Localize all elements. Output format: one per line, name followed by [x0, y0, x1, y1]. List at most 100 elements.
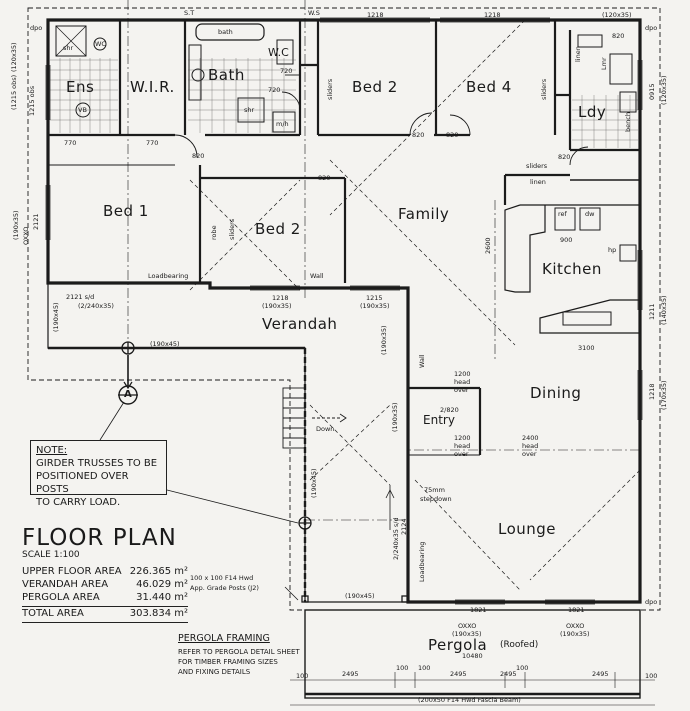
area-label: TOTAL AREA [22, 608, 84, 619]
ensuite-shower [55, 25, 87, 57]
sliders-label-linen: sliders [526, 162, 548, 170]
drawing-scale: SCALE 1:100 [22, 550, 80, 560]
internal-walls [48, 20, 640, 456]
lmr-label: Lmr [600, 57, 608, 70]
dim-190x35-left: (190x35) [12, 210, 20, 240]
room-family: Family [398, 205, 450, 223]
pergola-framing-line-3: AND FIXING DETAILS [178, 668, 251, 676]
room-bed2-top: Bed 2 [352, 78, 398, 96]
tile-hatch [50, 58, 638, 148]
section-marker-letter: A [124, 389, 132, 400]
dim-190x35-a: (190x35) [452, 630, 482, 638]
dim-1218-bed4: 1218 [484, 11, 501, 19]
stepdown-label: stepdown [420, 495, 452, 503]
girder-truss-note: NOTE: GIRDER TRUSSES TO BE POSITIONED OV… [30, 440, 167, 508]
section-marker-a [118, 355, 138, 405]
head-a: head [454, 378, 471, 386]
dishwasher-label: dw [585, 210, 595, 218]
fridge [554, 207, 576, 231]
dim-75mm: 75mm [424, 486, 445, 494]
over-b: over [454, 450, 469, 458]
st-label: S.T [184, 9, 195, 17]
dpo-label-front: dpo [645, 598, 658, 606]
dim-2-240-sd: 2/240x35 s/d [392, 517, 400, 560]
leader-lines [99, 401, 395, 601]
oxxo-b: OXXO [566, 622, 585, 630]
center-lines [127, 0, 640, 521]
dim-0915: 0915 [648, 83, 656, 100]
roof-hip-lines [189, 19, 641, 591]
dim-10480: 10480 [462, 652, 483, 660]
kitchen-sink [562, 311, 612, 326]
ws-label: W.S [308, 9, 320, 17]
bath-shower-label: shr [244, 106, 255, 114]
room-dining: Dining [530, 384, 582, 402]
area-value: 46.029 m² [136, 579, 188, 590]
dim-820-bed2b: 820 [318, 174, 331, 182]
room-bath: Bath [208, 66, 245, 84]
area-label: UPPER FLOOR AREA [22, 566, 122, 577]
dim-720-b: 720 [268, 86, 281, 94]
dim-1200-b: 1200 [454, 434, 471, 442]
dim-3100: 3100 [578, 344, 595, 352]
loadbearing-label-vertical: Loadbearing [418, 541, 426, 582]
door-swings [174, 74, 589, 166]
dim-190x35-b: (190x35) [560, 630, 590, 638]
dim-140x35: (140x35) [660, 295, 668, 325]
dim-2121-sd: 2121 s/d [66, 293, 95, 301]
room-wc: W.C [268, 46, 289, 59]
dim-120x35-left: (120x35) [10, 42, 18, 72]
dim-2600: 2600 [484, 237, 492, 254]
area-row-total: TOTAL AREA 303.834 m² [22, 606, 188, 623]
dim-900: 900 [560, 236, 573, 244]
dpo-label: dpo [30, 24, 43, 32]
dim-190x35-verandah-vertical: (190x35) [380, 325, 388, 355]
hotplate [619, 244, 637, 262]
kitchen-bench [520, 204, 641, 300]
room-verandah: Verandah [262, 315, 338, 333]
room-lounge: Lounge [498, 520, 557, 538]
head-c: head [522, 442, 539, 450]
dim-1218-verandah: 1218 [272, 294, 289, 302]
dim-190x45-post: (190x45) [310, 468, 318, 498]
dim-190x35-verandah-b: (190x35) [360, 302, 390, 310]
loadbearing-label: Loadbearing [148, 272, 189, 280]
dim-2-240x35: (2/240x35) [78, 302, 114, 310]
room-wir: W.I.R. [130, 78, 175, 96]
dim-2495-b: 2495 [450, 670, 467, 678]
area-value: 31.440 m² [136, 592, 188, 603]
room-ldy: Ldy [578, 103, 607, 121]
oxxo-left: OXXO [22, 226, 30, 245]
dim-100-d: 100 [516, 664, 529, 672]
dim-1218-right: 1218 [648, 383, 656, 400]
dim-820-ldy-top: 820 [612, 32, 625, 40]
dim-770-wir: 770 [146, 139, 159, 147]
dim-720-a: 720 [280, 67, 293, 75]
stairs-down-label: Down [316, 425, 335, 433]
area-value: 226.365 m² [129, 566, 188, 577]
linen-cupboard-label: linen [530, 178, 546, 186]
room-bed1: Bed 1 [103, 202, 149, 220]
dim-2495-d: 2495 [592, 670, 609, 678]
dim-100-e: 100 [645, 672, 658, 680]
pergola-framing-line-1: REFER TO PERGOLA DETAIL SHEET [178, 648, 300, 656]
pergola-dimension-lines [290, 672, 655, 706]
note-heading: NOTE: [36, 445, 68, 456]
bath-tub [195, 23, 265, 41]
sliders-label-bed2: sliders [326, 78, 334, 100]
roof-outline [27, 7, 661, 611]
head-b: head [454, 442, 471, 450]
dim-2-820: 2/820 [440, 406, 459, 414]
dishwasher [579, 207, 601, 231]
dim-190x45-left: (190x45) [52, 302, 60, 332]
posts-spec-line2: App. Grade Posts (J2) [190, 584, 259, 592]
bench-label: bench [624, 112, 632, 132]
over-c: over [522, 450, 537, 458]
room-kitchen: Kitchen [542, 260, 602, 278]
linen-laundry-label: linen [574, 46, 582, 62]
island-bench [539, 299, 641, 334]
dim-820-bed1: 820 [192, 152, 205, 160]
room-bed2: Bed 2 [255, 220, 301, 238]
posts-spec-line1: 100 x 100 F14 Hwd [190, 574, 254, 582]
